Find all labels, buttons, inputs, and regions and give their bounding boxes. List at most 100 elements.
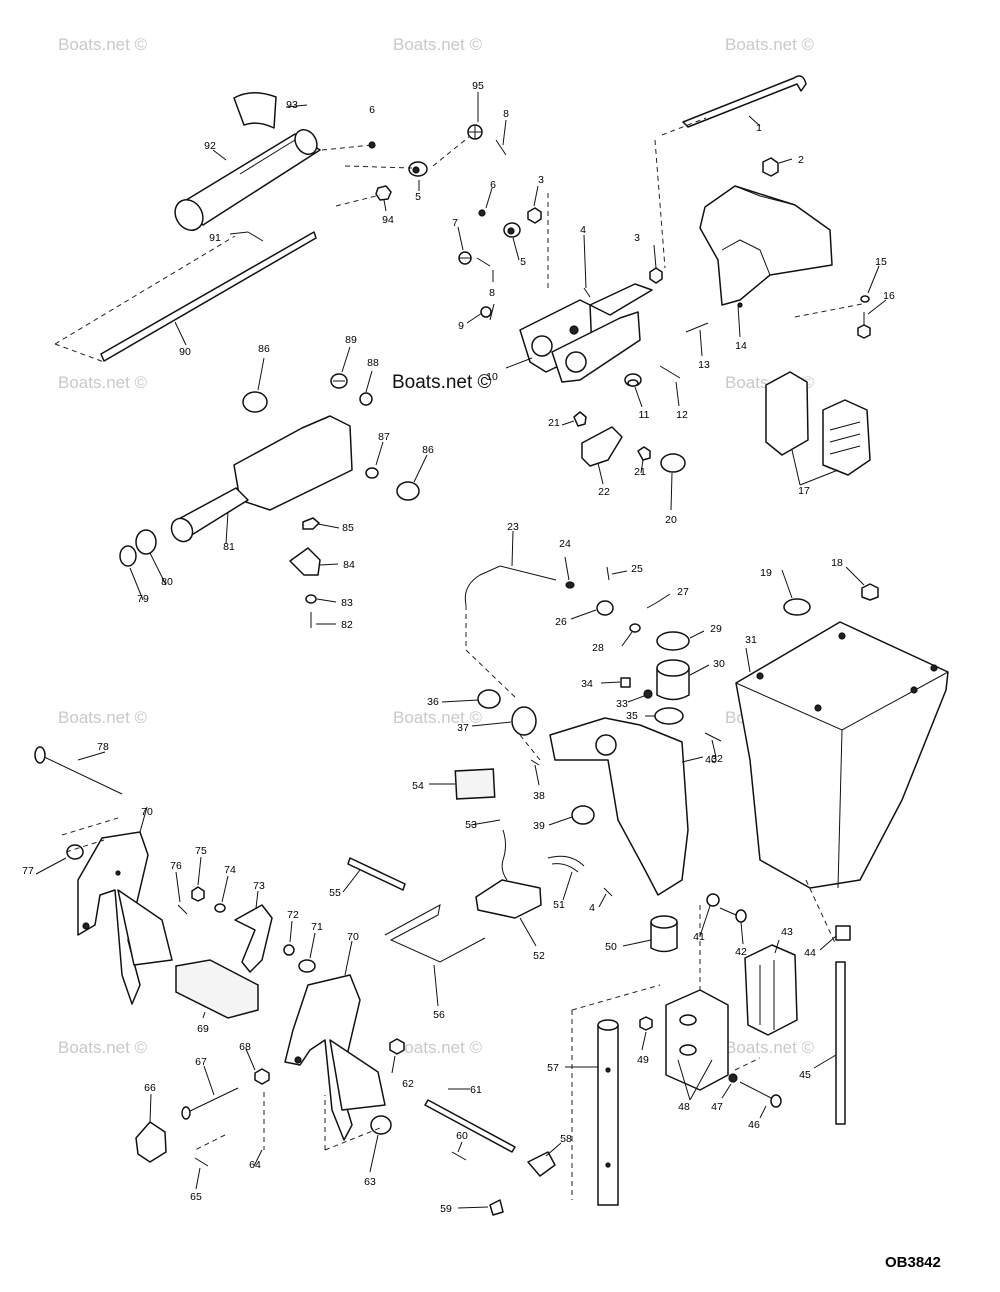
callout-48: 48 [678,1101,690,1113]
part-5-bushing [408,161,428,177]
callout-75: 75 [195,845,207,857]
callout-79: 79 [137,593,149,605]
watermark: Boats.net © [58,708,148,727]
part-27-pin [646,602,657,609]
callout-64: 64 [249,1159,261,1171]
callout-78: 78 [97,741,109,753]
part-51-spring [547,855,585,873]
part-92-tube [174,129,321,231]
callout-21: 21 [548,417,560,429]
callout-72: 72 [287,909,299,921]
part-42-pin [719,907,747,923]
part-38-pin [530,759,540,766]
part-29-ring [656,631,690,651]
callout-35: 35 [626,710,638,722]
callout-38: 38 [533,790,545,802]
part-52-latch [475,879,542,919]
part-5-bushing [503,222,521,238]
part-7-fitting [458,251,472,265]
watermark: Boats.net © [58,35,148,54]
part-40-swivel-arm [549,717,689,896]
watermark: Boats.net © [393,1038,483,1057]
part-78-long-bolt [34,746,123,795]
callout-50: 50 [605,941,617,953]
part-14-bracket-housing [699,185,833,308]
part-57-tube [597,1019,619,1206]
callout-88: 88 [367,357,379,369]
callout-13: 13 [698,359,710,371]
callout-66: 66 [144,1082,156,1094]
callout-8: 8 [503,108,509,120]
callout-18: 18 [831,557,843,569]
callout-70: 70 [141,806,153,818]
part-88-fitting [359,392,373,406]
part-95-grease-fitting [467,124,483,140]
part-33-fitting [643,689,653,699]
part-56-handle [384,904,486,963]
part-3-nut [527,207,542,224]
callout-87: 87 [378,431,390,443]
part-54-plate [454,768,496,800]
part-22-bracket [581,426,623,467]
part-75-nut [191,886,205,902]
callout-58: 58 [560,1133,572,1145]
callout-59: 59 [440,1203,452,1215]
callout-93: 93 [286,99,298,111]
part-87-fitting [365,467,379,479]
part-23-link-rod [464,565,557,606]
part-12-pin [659,365,681,379]
callout-81: 81 [223,541,235,553]
callout-11: 11 [639,409,650,421]
part-10-swivel-bracket [519,283,653,383]
callout-42: 42 [735,946,747,958]
callout-3: 3 [538,174,544,186]
callout-12: 12 [676,409,688,421]
callout-73: 73 [253,880,265,892]
part-28-fitting [629,623,641,633]
callout-56: 56 [433,1009,445,1021]
part-81-trim-cylinder [170,415,353,543]
part-16-bolt [857,312,871,339]
part-25-pin [606,566,610,581]
part-41-washer [706,893,720,907]
callout-44: 44 [804,947,816,959]
part-62-nut [389,1038,405,1055]
part-1-handle-rod [682,75,807,128]
part-89-fitting [330,373,348,389]
callout-51: 51 [553,899,565,911]
part-74-washer [214,903,226,913]
callout-62: 62 [402,1078,414,1090]
part-83-washer [305,594,317,604]
callout-7: 7 [452,217,458,229]
part-94-nut [375,185,392,201]
callout-22: 22 [598,486,610,498]
part-79-washer [119,545,137,567]
callout-20: 20 [665,514,677,526]
part-4-screw [603,887,613,897]
callout-41: 41 [693,931,705,943]
callout-26: 26 [555,616,567,628]
callout-30: 30 [713,658,725,670]
part-21-nut [637,446,651,461]
part-15-washer [860,295,870,303]
part-58-clip [527,1151,556,1177]
callout-67: 67 [195,1056,207,1068]
callout-57: 57 [547,1062,559,1074]
part-49-nut [639,1016,653,1031]
part-53-spring [501,829,508,881]
callout-68: 68 [239,1041,251,1053]
part-31-housing [735,621,949,889]
callout-92: 92 [204,140,216,152]
callout-33: 33 [616,698,628,710]
part-66-block [135,1121,167,1163]
callout-37: 37 [457,722,469,734]
part-77-washer [66,844,84,860]
part-70-transom-bracket [77,831,173,1005]
part-20-clip [660,453,686,473]
callout-32: 32 [711,753,723,765]
part-8-screw [476,257,491,267]
callout-16: 16 [883,290,895,302]
callout-47: 47 [711,1101,723,1113]
part-35-ring [654,707,684,725]
